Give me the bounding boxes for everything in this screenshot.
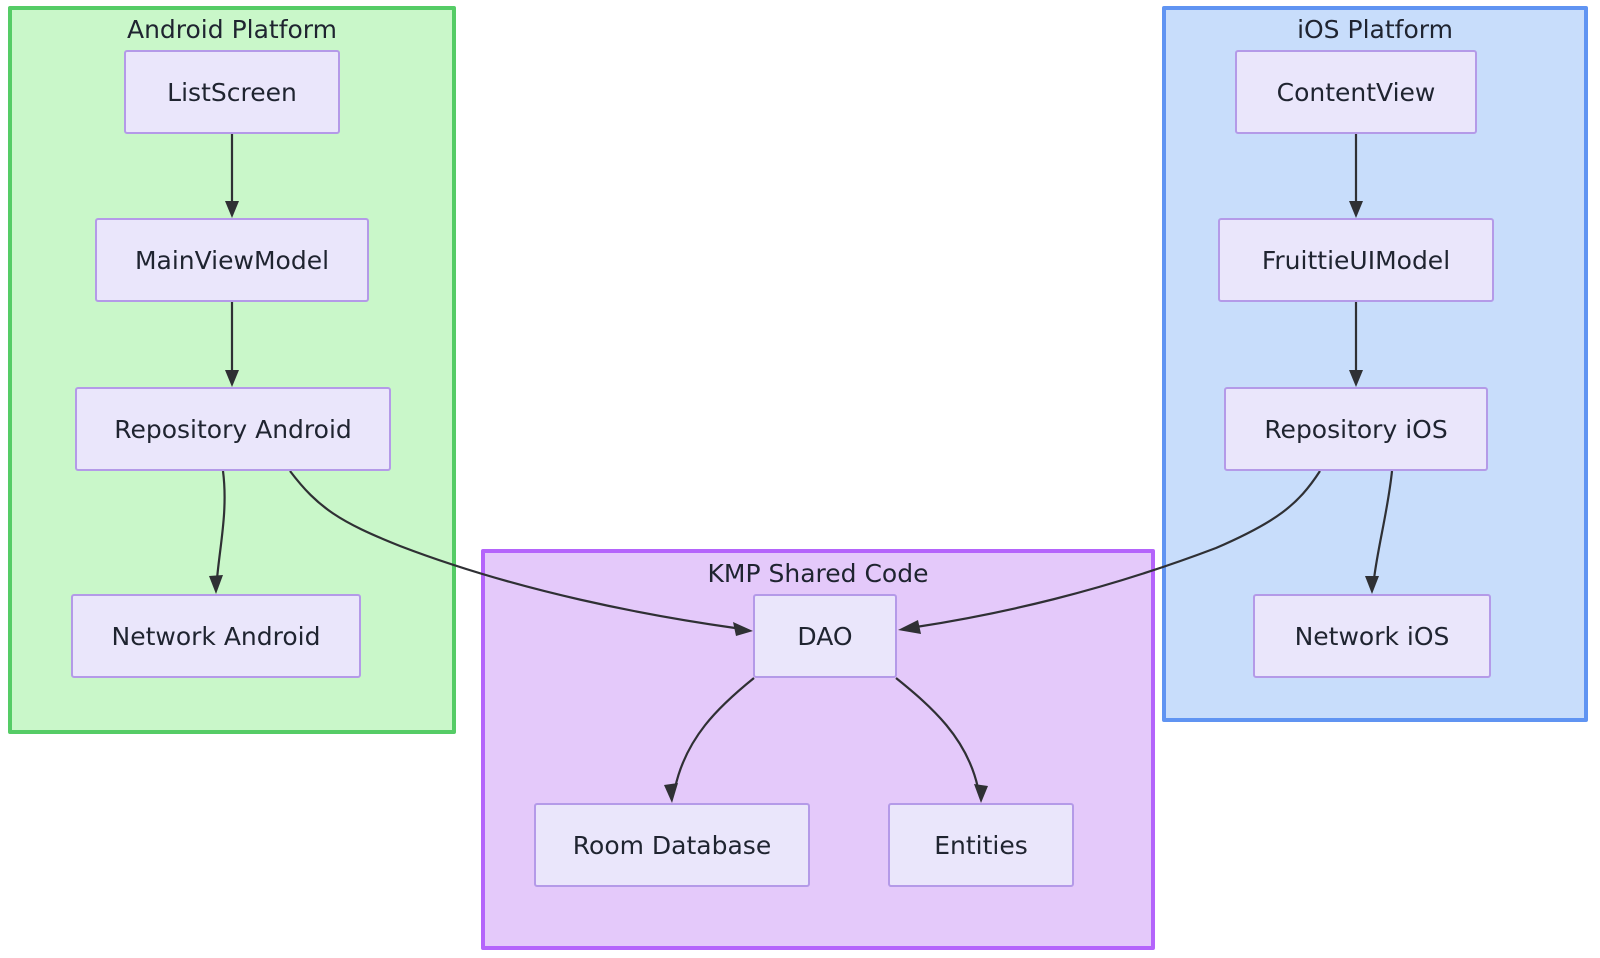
node-fruittieuimodel[interactable]: FruittieUIModel [1218,218,1494,302]
node-contentview-label: ContentView [1276,77,1436,107]
node-dao-label: DAO [797,621,853,651]
node-repository-ios[interactable]: Repository iOS [1224,387,1488,471]
node-repository-android[interactable]: Repository Android [75,387,391,471]
cluster-android-title: Android Platform [126,15,338,44]
node-repository-android-label: Repository Android [114,414,352,444]
node-room-database[interactable]: Room Database [534,803,810,887]
node-repository-ios-label: Repository iOS [1264,414,1448,444]
cluster-ios-title: iOS Platform [1297,15,1453,44]
node-mainviewmodel[interactable]: MainViewModel [95,218,369,302]
node-network-android[interactable]: Network Android [71,594,361,678]
node-listscreen-label: ListScreen [167,77,297,107]
node-fruittieuimodel-label: FruittieUIModel [1261,245,1451,275]
node-listscreen[interactable]: ListScreen [124,50,340,134]
node-entities-label: Entities [934,830,1028,860]
node-network-android-label: Network Android [111,621,321,651]
cluster-kmp-shared-code-title: KMP Shared Code [707,559,929,588]
node-network-ios-label: Network iOS [1294,621,1450,651]
node-mainviewmodel-label: MainViewModel [134,245,330,275]
node-room-database-label: Room Database [572,830,772,860]
node-dao[interactable]: DAO [753,594,897,678]
node-entities[interactable]: Entities [888,803,1074,887]
node-contentview[interactable]: ContentView [1235,50,1477,134]
node-network-ios[interactable]: Network iOS [1253,594,1491,678]
